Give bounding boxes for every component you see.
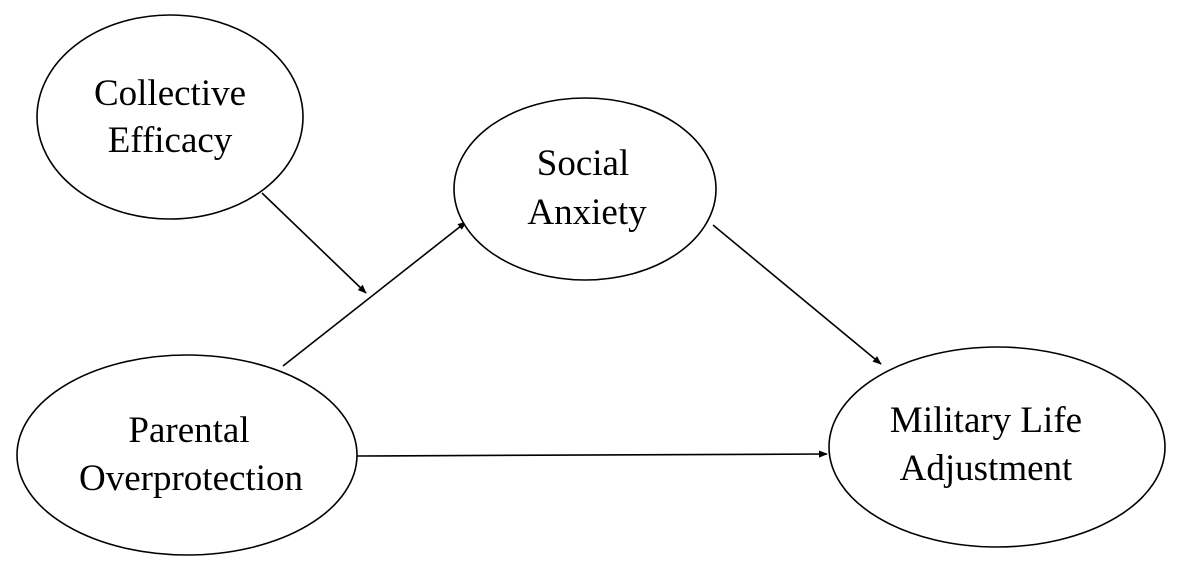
node-military-life-adjustment-ellipse [828, 346, 1166, 548]
node-parental-overprotection: Parental Overprotection [16, 354, 358, 556]
node-social-anxiety-ellipse [453, 97, 717, 281]
edge-social-anxiety-to-military-life-adjustment [712, 224, 882, 365]
node-collective-efficacy-label-line-1: Collective [94, 73, 246, 114]
node-parental-overprotection-label-line-2: Overprotection [79, 458, 303, 499]
edge-parental-overprotection-to-social-anxiety [282, 221, 467, 367]
node-parental-overprotection-ellipse [16, 354, 358, 556]
node-social-anxiety-label-line-1: Social [537, 143, 629, 184]
edge-collective-efficacy-to-path [261, 192, 367, 294]
node-military-life-adjustment: Military Life Adjustment [828, 346, 1166, 548]
node-social-anxiety-label-line-2: Anxiety [527, 192, 647, 233]
node-collective-efficacy-ellipse [36, 14, 304, 220]
node-social-anxiety: Social Anxiety [453, 97, 717, 281]
node-collective-efficacy-label-line-2: Efficacy [108, 120, 233, 161]
node-parental-overprotection-label-line-1: Parental [128, 410, 249, 451]
edge-parental-overprotection-to-military-life-adjustment [355, 450, 828, 458]
node-military-life-adjustment-label-line-2: Adjustment [900, 448, 1073, 489]
node-military-life-adjustment-label-line-1: Military Life [890, 400, 1082, 441]
node-collective-efficacy: Collective Efficacy [36, 14, 304, 220]
